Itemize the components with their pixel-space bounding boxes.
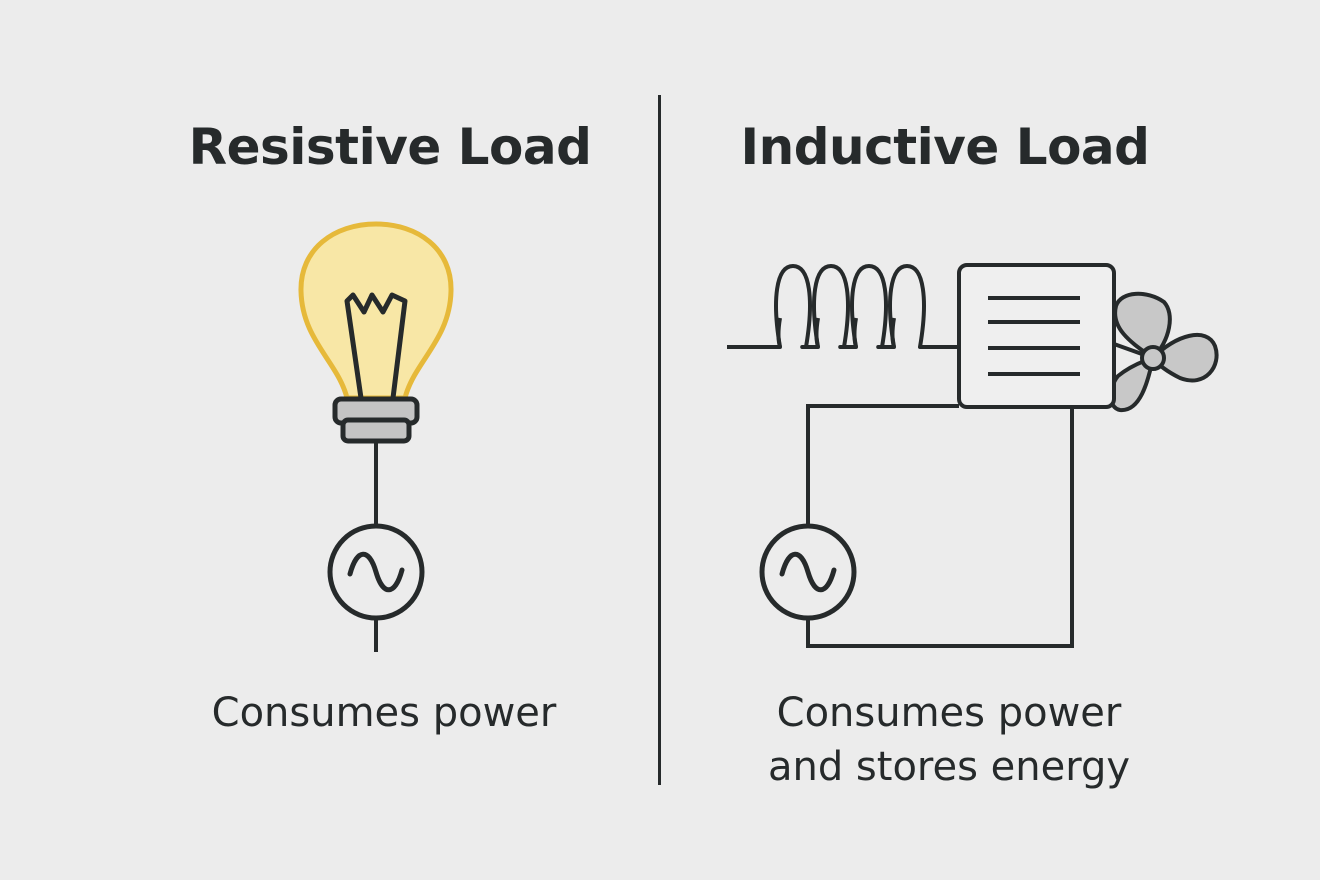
- ac-source-icon: [759, 523, 857, 621]
- ac-source-icon: [327, 523, 425, 621]
- motor-icon: [957, 263, 1116, 409]
- resistive-load-caption: Consumes power: [211, 690, 557, 736]
- inductor-coil-icon: [727, 264, 959, 350]
- inductive-load-title: Inductive Load: [740, 118, 1150, 176]
- fan-icon: [1108, 291, 1219, 413]
- bulb-filament: [344, 292, 408, 401]
- inductive-caption-line-2: and stores energy: [767, 744, 1131, 790]
- light-bulb-icon: [298, 221, 454, 444]
- bulb-base-lower: [340, 417, 412, 444]
- circuit-loop-wire: [806, 404, 1074, 648]
- inductive-load-caption: Consumes power and stores energy: [570, 686, 1320, 794]
- bulb-glass: [298, 221, 454, 401]
- inductive-caption-line-1: Consumes power: [776, 690, 1122, 736]
- center-divider: [658, 95, 661, 785]
- resistive-load-title: Resistive Load: [188, 118, 592, 176]
